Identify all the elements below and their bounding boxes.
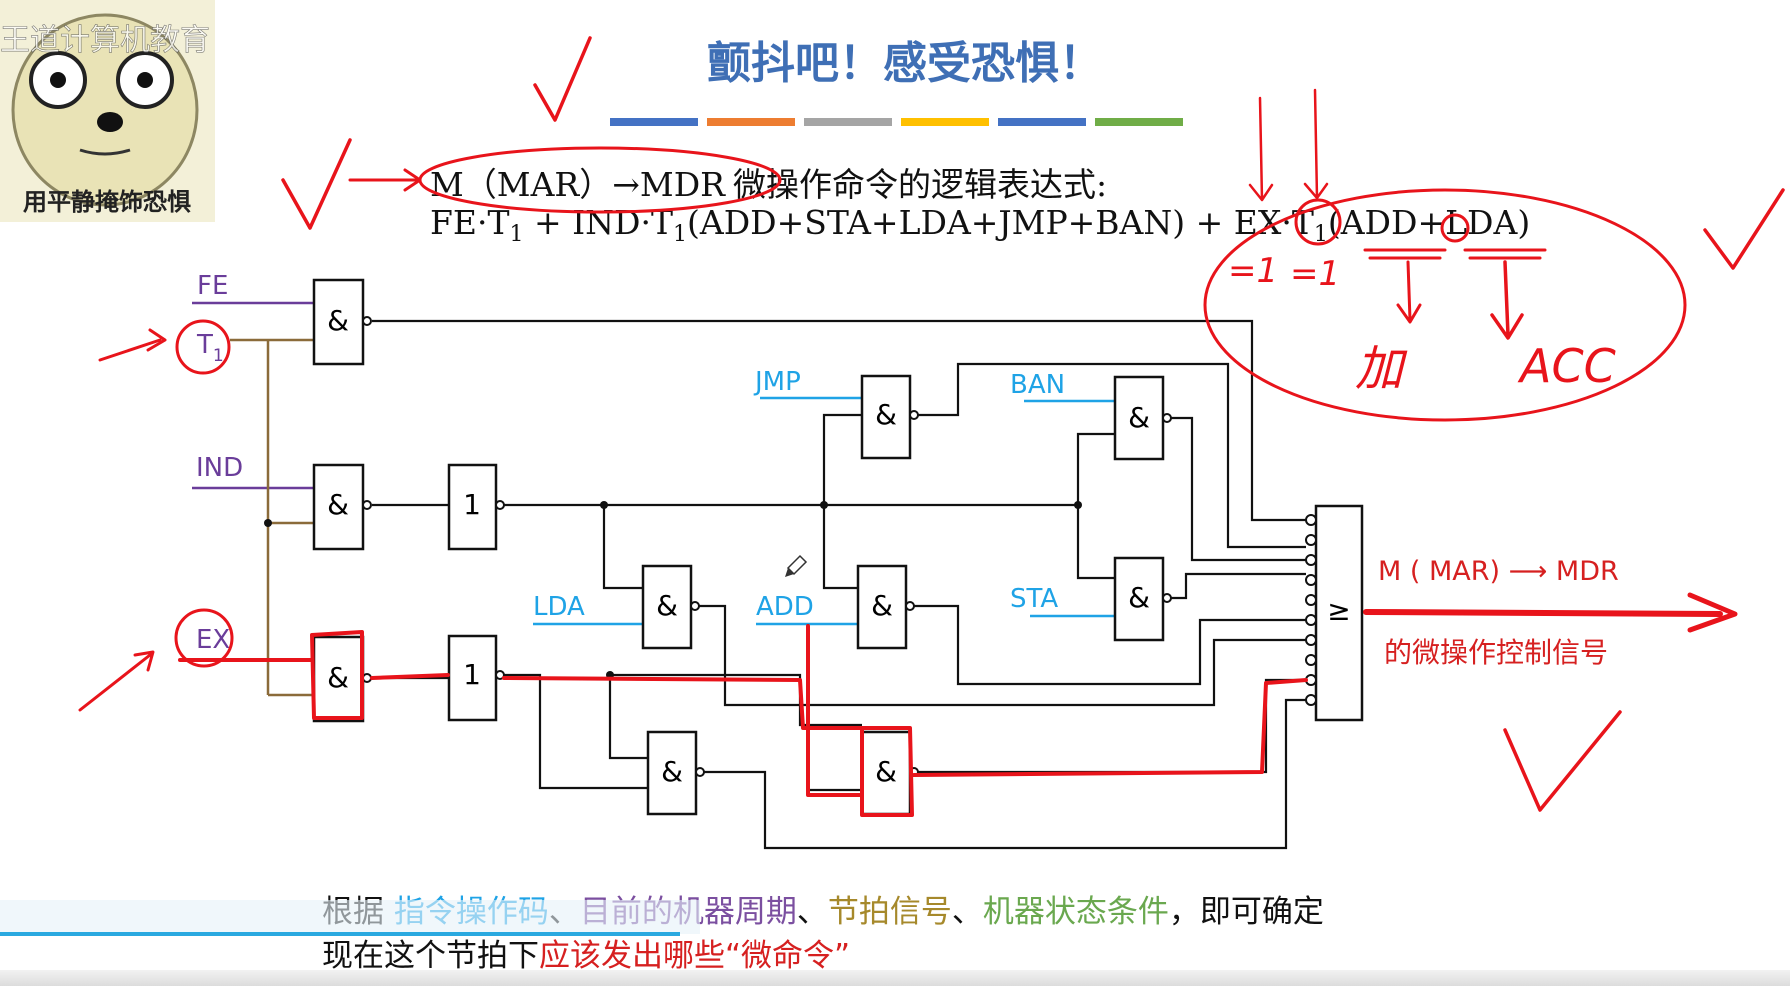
output-label-line1: M ( MAR) ⟶ MDR xyxy=(1378,556,1619,587)
input-lines xyxy=(192,301,1115,697)
and-gate-fe-t1: & xyxy=(312,278,372,366)
handwriting-jia: 加 xyxy=(1355,341,1408,397)
handwritten-annotations xyxy=(78,36,1785,817)
and-gate-sta: & xyxy=(1113,556,1172,642)
or-input-bubble xyxy=(1305,594,1317,606)
caption-line2: 现在这个节拍下应该发出哪些“微命令” xyxy=(322,938,850,974)
svg-text:&: & xyxy=(1128,581,1150,614)
svg-text:&: & xyxy=(327,488,349,521)
svg-text:&: & xyxy=(875,755,897,788)
wires xyxy=(372,319,1400,850)
video-bottom-bar xyxy=(0,970,1790,986)
svg-text:&: & xyxy=(656,589,678,622)
svg-text:&: & xyxy=(661,755,683,788)
svg-text:1: 1 xyxy=(463,488,481,521)
signal-lda: LDA xyxy=(533,592,585,622)
signal-ban: BAN xyxy=(1010,370,1065,400)
signal-t1: T1 xyxy=(196,330,224,366)
caption-underline-decor xyxy=(0,900,700,936)
signal-jmp: JMP xyxy=(753,367,801,397)
watermark: 王道计算机教育 xyxy=(0,23,210,58)
or-input-bubble xyxy=(1305,614,1317,626)
handwriting-eq1a: =1 xyxy=(1228,251,1278,291)
or-input-bubble xyxy=(1305,694,1317,706)
svg-text:&: & xyxy=(1128,401,1150,434)
title-bar-6 xyxy=(1095,118,1183,126)
or-gate-output: ≥ xyxy=(1305,504,1364,722)
or-input-bubble xyxy=(1305,534,1317,546)
signal-add: ADD xyxy=(756,592,814,622)
and-gate-ban: & xyxy=(1113,375,1172,461)
title-bar-1 xyxy=(610,118,698,126)
not-gate-2: 1 xyxy=(447,634,505,722)
signal-ex: EX xyxy=(196,625,230,655)
title-bar-4 xyxy=(901,118,989,126)
svg-text:&: & xyxy=(327,304,349,337)
and-gate-lower-left: & xyxy=(646,730,705,816)
and-gate-jmp: & xyxy=(860,374,919,460)
and-gate-add: & xyxy=(856,564,915,650)
pencil-cursor-icon xyxy=(785,554,808,577)
or-input-bubble xyxy=(1305,554,1317,566)
svg-text:≥: ≥ xyxy=(1327,594,1350,627)
handwriting-eq1b: =1 xyxy=(1290,254,1340,294)
svg-text:&: & xyxy=(871,589,893,622)
title-bar-3 xyxy=(804,118,892,126)
or-input-bubble xyxy=(1305,634,1317,646)
meme-caption: 用平静掩饰恐惧 xyxy=(23,188,191,216)
heading-suffix: 微操作命令的逻辑表达式: xyxy=(733,165,1107,204)
svg-text:1: 1 xyxy=(463,658,481,691)
title-color-bars xyxy=(610,118,1183,126)
svg-text:&: & xyxy=(327,661,349,694)
handwriting-acc: ACC xyxy=(1517,339,1616,393)
page-title: 颤抖吧！感受恐惧！ xyxy=(707,38,1103,89)
or-input-bubble xyxy=(1305,574,1317,586)
title-bar-2 xyxy=(707,118,795,126)
and-gate-ind-t1: & xyxy=(312,463,372,551)
signal-sta: STA xyxy=(1010,584,1058,614)
or-input-bubble xyxy=(1305,514,1317,526)
and-gate-lda: & xyxy=(641,564,700,650)
not-gate-1: 1 xyxy=(447,463,505,551)
signal-fe: FE xyxy=(197,271,228,301)
svg-text:&: & xyxy=(875,398,897,431)
meme-image: 用平静掩饰恐惧 xyxy=(0,0,215,222)
logic-expression: FE·T1 + IND·T1(ADD+STA+LDA+JMP+BAN) + EX… xyxy=(430,203,1530,247)
heading-prefix: M（MAR）→MDR xyxy=(430,165,726,204)
output-label-line2: 的微操作控制信号 xyxy=(1384,636,1608,669)
or-input-bubble xyxy=(1305,654,1317,666)
title-bar-5 xyxy=(998,118,1086,126)
signal-ind: IND xyxy=(196,453,243,483)
